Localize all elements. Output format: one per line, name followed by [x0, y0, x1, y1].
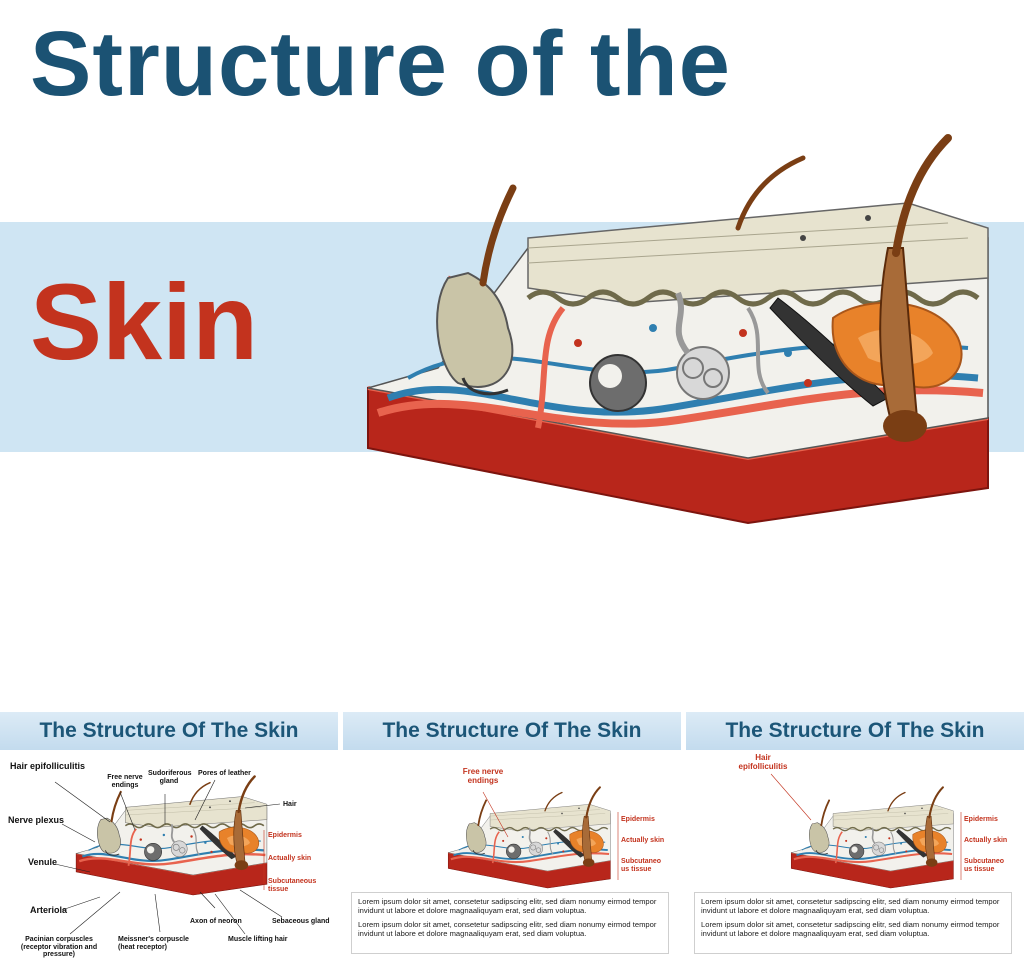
label-actually-skin: Actually skin — [621, 837, 665, 844]
slide-title: The Structure Of The Skin — [725, 719, 985, 742]
label-leader-lines — [54, 779, 283, 935]
description-paragraph: Lorem ipsum dolor sit amet, consetetur s… — [358, 897, 657, 916]
description-paragraph: Lorem ipsum dolor sit amet, consetetur s… — [701, 919, 1000, 939]
label-sudoriferous-gland: Sudoriferous gland — [148, 770, 192, 785]
slide-thumbnail-3[interactable]: The Structure Of The Skin Hair epifollic… — [686, 712, 1024, 962]
label-venule: Venule — [28, 857, 58, 867]
label-sebaceous-gland: Sebaceous gland — [272, 918, 330, 925]
slide-header: The Structure Of The Skin — [686, 712, 1024, 750]
callout-label: Hair epifolliculitis — [738, 753, 788, 771]
label-subcutaneous-tissue: Subcutaneo us tissue — [621, 858, 662, 873]
slide-thumbnail-1[interactable]: The Structure Of The Skin Hair epifollic… — [0, 712, 338, 962]
label-hair-epifolliculitis: Hair epifolliculitis — [10, 761, 86, 771]
label-subcutaneous-tissue: Subcutaneous tissue — [268, 878, 317, 893]
callout-label: Free nerve endings — [462, 767, 504, 785]
callout-lines — [770, 773, 962, 880]
label-actually-skin: Actually skin — [268, 855, 312, 862]
callout-lines — [482, 791, 619, 880]
label-epidermis: Epidermis — [964, 816, 998, 823]
page-subtitle: Skin — [30, 261, 259, 382]
description-paragraph: Lorem ipsum dolor sit amet, consetetur s… — [358, 919, 657, 939]
description-box: Lorem ipsum dolor sit amet, consetetur s… — [694, 892, 1012, 954]
label-subcutaneous-tissue: Subcutaneo us tissue — [964, 858, 1005, 873]
label-axon-of-neoron: Axon of neoron — [190, 918, 242, 925]
slide-title: The Structure Of The Skin — [39, 719, 299, 742]
label-meissners-corpuscle: Meissner's corpuscle (heat receptor) — [118, 936, 189, 951]
skin-illustration — [328, 128, 1018, 528]
description-paragraph: Lorem ipsum dolor sit amet, consetetur s… — [701, 897, 1000, 916]
slide-header: The Structure Of The Skin — [343, 712, 681, 750]
label-pores-of-leather: Pores of leather — [198, 770, 251, 777]
label-muscle-lifting-hair: Muscle lifting hair — [228, 936, 288, 943]
description-box: Lorem ipsum dolor sit amet, consetetur s… — [351, 892, 669, 954]
label-epidermis: Epidermis — [268, 832, 302, 839]
label-actually-skin: Actually skin — [964, 837, 1008, 844]
page-title: Structure of the — [30, 13, 731, 115]
label-free-nerve-endings: Free nerve endings — [107, 774, 143, 789]
slide-header: The Structure Of The Skin — [0, 712, 338, 750]
label-nerve-plexus: Nerve plexus — [8, 815, 65, 825]
label-pacinian-corpuscles: Pacinian corpuscles (receptor vibration … — [20, 936, 98, 959]
label-arteriola: Arteriola — [30, 905, 68, 915]
label-hair: Hair — [283, 801, 297, 808]
slide-title: The Structure Of The Skin — [382, 719, 642, 742]
label-epidermis: Epidermis — [621, 816, 655, 823]
slide-thumbnail-2[interactable]: The Structure Of The Skin Free nerve end… — [343, 712, 681, 962]
